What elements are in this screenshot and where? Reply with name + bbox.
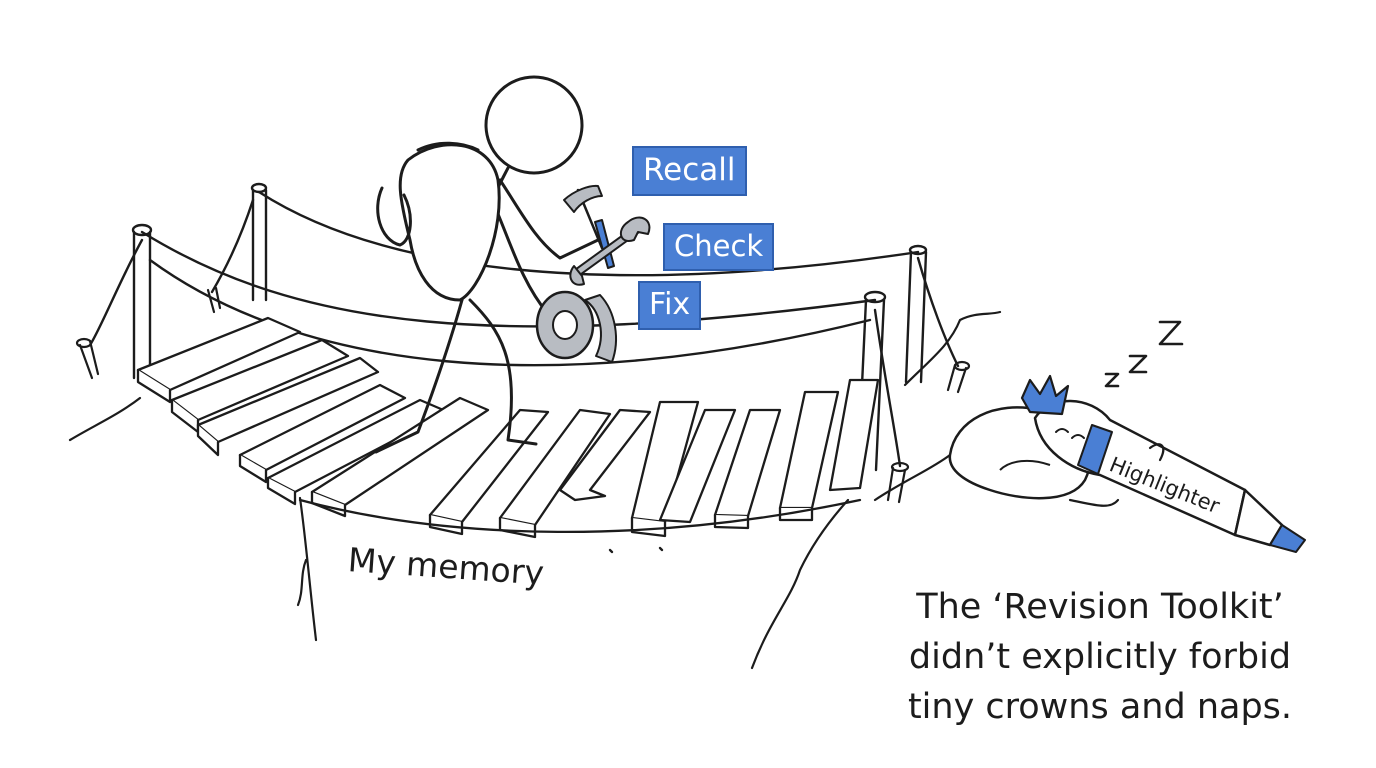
check-label: Check — [663, 223, 775, 271]
wrench-icon — [569, 216, 651, 286]
duct-tape-icon — [535, 290, 617, 363]
sleep-z-icon — [1104, 320, 1184, 388]
recall-label: Recall — [632, 146, 747, 196]
crown-icon — [1020, 374, 1070, 416]
caption-line-3: tiny crowns and naps. — [907, 687, 1293, 727]
bridge-planks — [136, 316, 880, 554]
fix-label: Fix — [638, 281, 702, 330]
bridge-ropes — [88, 190, 960, 468]
right-cliff — [750, 310, 1002, 670]
caption-line-2: didn’t explicitly forbid — [908, 637, 1292, 677]
caption-line-1: The ‘Revision Toolkit’ — [916, 587, 1284, 627]
stick-figure — [374, 75, 600, 454]
caption: The ‘Revision Toolkit’ didn’t explicitly… — [880, 582, 1320, 732]
left-cliff — [68, 396, 318, 642]
